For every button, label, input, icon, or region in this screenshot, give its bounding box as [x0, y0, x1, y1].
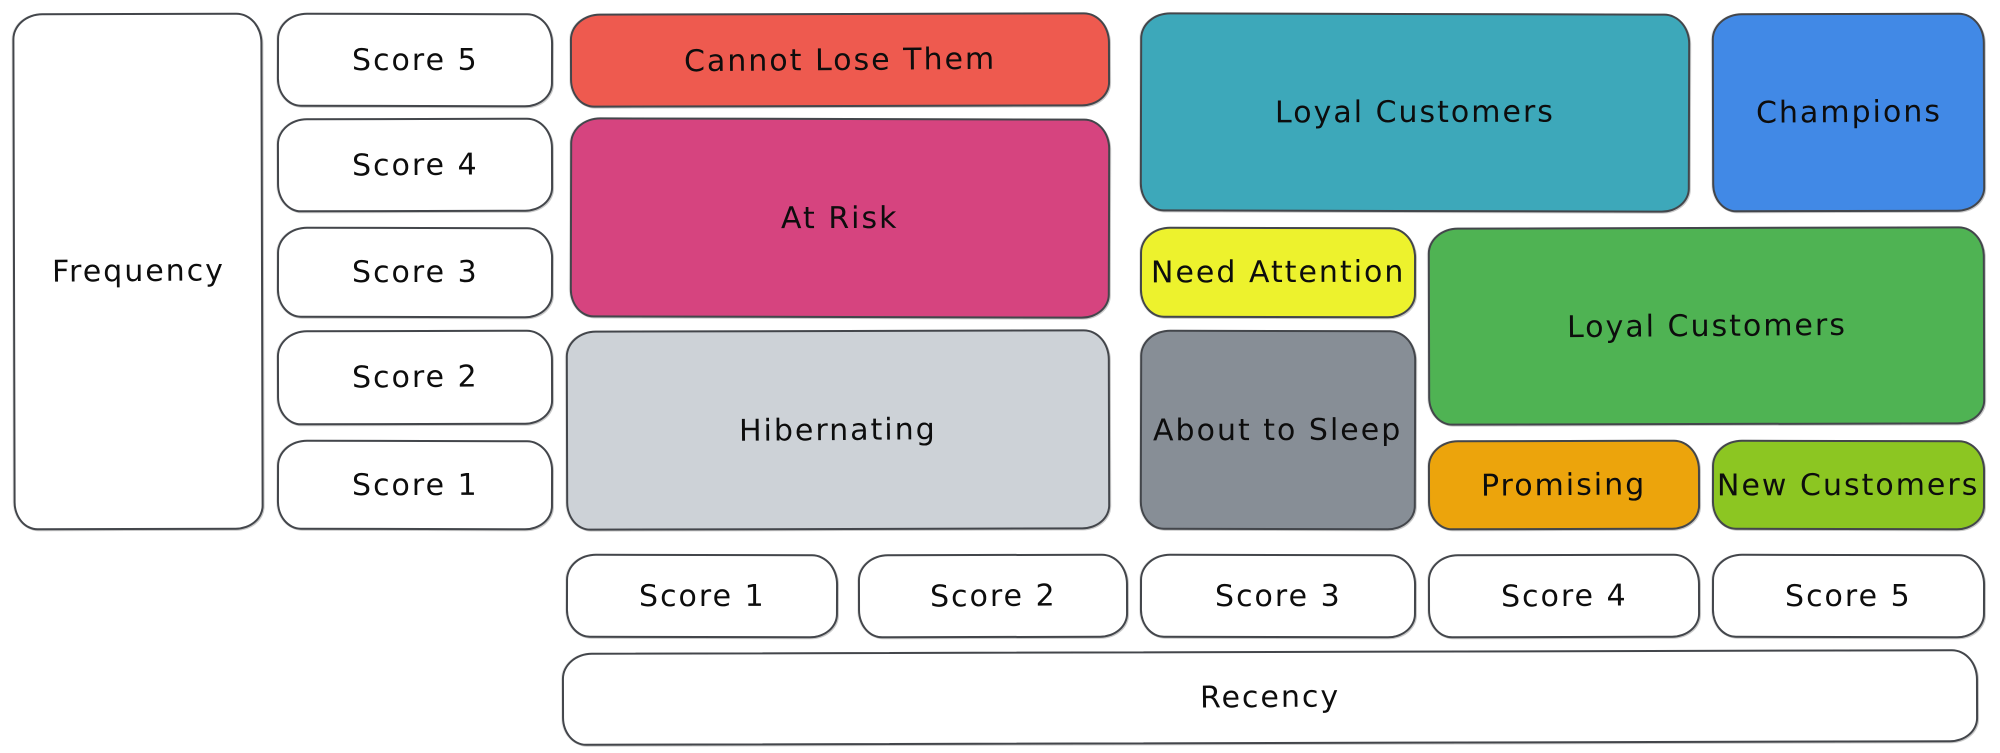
segment-promising-label: Promising	[1481, 466, 1647, 504]
segment-new-customers-label: New Customers	[1717, 467, 1980, 503]
segment-cannot-lose-them-label: Cannot Lose Them	[683, 41, 997, 79]
segment-loyal-customers-green-label: Loyal Customers	[1566, 307, 1847, 345]
recency-score-label-5: Score 5	[1785, 578, 1912, 614]
segment-loyal-customers-teal-label: Loyal Customers	[1275, 94, 1555, 131]
frequency-axis-label: Frequency	[51, 253, 225, 290]
segment-hibernating: Hibernating	[565, 329, 1111, 531]
frequency-score-box-3: Score 3	[276, 226, 554, 319]
segment-loyal-customers-teal: Loyal Customers	[1139, 12, 1691, 213]
segment-promising: Promising	[1427, 439, 1701, 531]
segment-about-to-sleep: About to Sleep	[1139, 329, 1417, 531]
segment-about-to-sleep-label: About to Sleep	[1153, 412, 1403, 448]
recency-score-box-4: Score 4	[1427, 553, 1701, 639]
frequency-score-box-2: Score 2	[276, 329, 554, 426]
recency-score-box-5: Score 5	[1711, 553, 1986, 639]
recency-score-box-3: Score 3	[1139, 553, 1417, 639]
segment-at-risk: At Risk	[569, 117, 1111, 319]
segment-champions: Champions	[1711, 12, 1986, 213]
segment-loyal-customers-green: Loyal Customers	[1427, 226, 1986, 426]
frequency-score-label-1: Score 1	[351, 467, 479, 503]
frequency-axis-box: Frequency	[12, 12, 264, 531]
recency-score-label-2: Score 2	[929, 578, 1057, 614]
recency-axis-box: Recency	[561, 649, 1979, 746]
recency-score-box-2: Score 2	[857, 553, 1129, 639]
frequency-score-label-5: Score 5	[351, 42, 479, 78]
segment-new-customers: New Customers	[1711, 439, 1986, 531]
segment-champions-label: Champions	[1755, 94, 1942, 131]
frequency-score-box-5: Score 5	[276, 12, 554, 108]
segment-at-risk-label: At Risk	[781, 200, 899, 236]
recency-score-label-3: Score 3	[1214, 578, 1342, 614]
recency-axis-label: Recency	[1199, 679, 1341, 716]
frequency-score-label-3: Score 3	[351, 254, 479, 291]
recency-score-box-1: Score 1	[565, 553, 839, 639]
frequency-score-label-2: Score 2	[351, 359, 479, 396]
frequency-score-label-4: Score 4	[351, 147, 479, 183]
recency-score-label-4: Score 4	[1500, 578, 1628, 614]
recency-score-label-1: Score 1	[638, 578, 766, 614]
frequency-score-box-1: Score 1	[276, 439, 554, 531]
segment-need-attention: Need Attention	[1139, 226, 1417, 319]
frequency-score-box-4: Score 4	[276, 117, 554, 213]
segment-hibernating-label: Hibernating	[738, 411, 938, 449]
segment-need-attention-label: Need Attention	[1150, 254, 1406, 291]
segment-cannot-lose-them: Cannot Lose Them	[569, 12, 1111, 108]
